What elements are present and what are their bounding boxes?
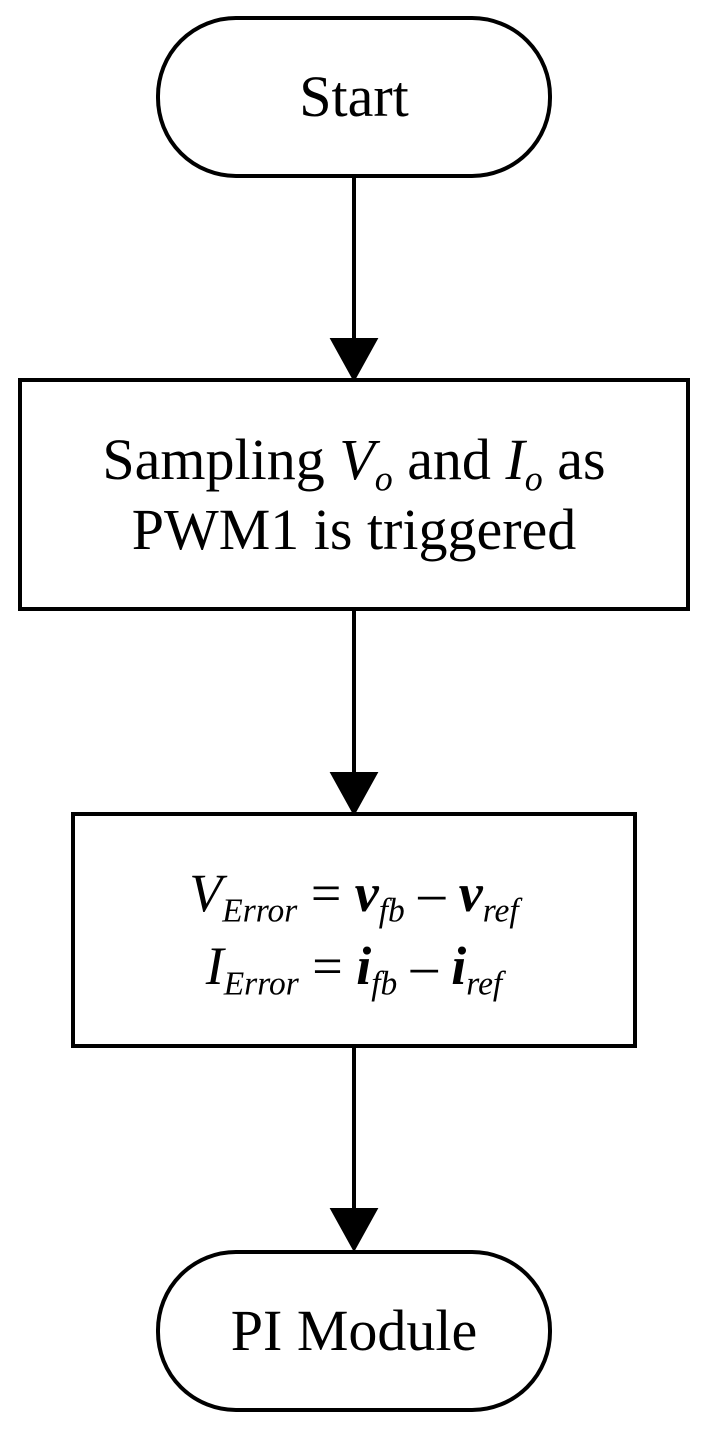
vo-symbol: Vo [339, 426, 393, 499]
pi-module-label: PI Module [230, 1298, 478, 1364]
current-error-equation: IError = ifb – iref [205, 936, 503, 1003]
start-label: Start [299, 64, 409, 130]
sampling-process-box: Sampling Vo and Io as PWM1 is triggered [18, 378, 690, 611]
io-symbol: Io [505, 426, 543, 499]
error-calc-box: VError = vfb – vref IError = ifb – iref [71, 812, 637, 1048]
arrowhead-pi [329, 1208, 379, 1253]
sampling-line-2: PWM1 is triggered [131, 496, 577, 562]
arrowhead-error [329, 772, 379, 817]
arrowhead-sampling [329, 338, 379, 383]
pi-module-terminal: PI Module [156, 1250, 552, 1412]
sampling-line-1: Sampling Vo and Io as [102, 426, 606, 499]
start-terminal: Start [156, 16, 552, 178]
voltage-error-equation: VError = vfb – vref [189, 863, 519, 930]
